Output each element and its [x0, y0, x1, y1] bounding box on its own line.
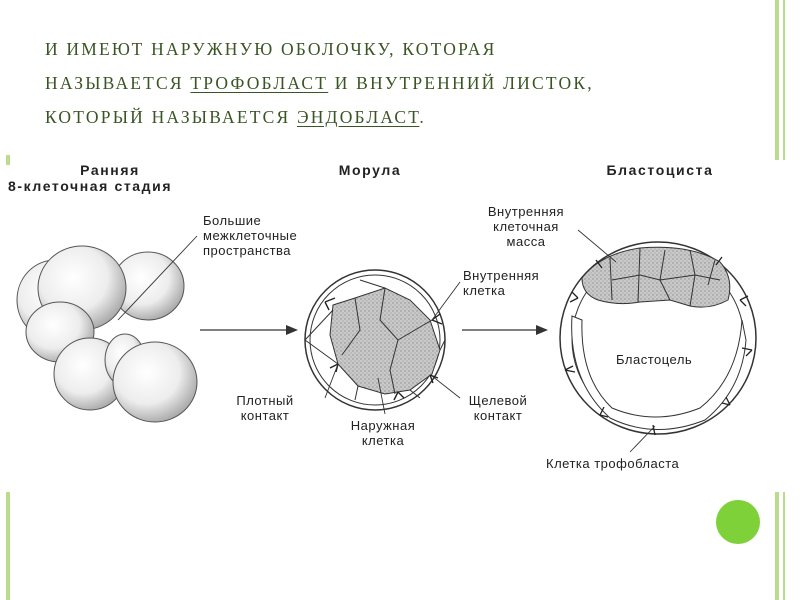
trophoblast-layer	[571, 315, 747, 431]
slide-heading: и имеют наружную оболочку, которая назыв…	[45, 32, 725, 134]
heading-line-3: который называется эндобласт.	[45, 100, 725, 134]
label-trophoblast-cell: Клетка трофобласта	[546, 456, 680, 471]
label-text: клеточная	[493, 219, 559, 234]
heading-line-2: называется трофобласт и внутренний листо…	[45, 66, 725, 100]
label-text: Плотный	[236, 393, 294, 408]
label-text: клетка	[463, 283, 506, 298]
blastomere	[112, 341, 198, 423]
label-gap-junction: Щелевой контакт	[458, 393, 538, 423]
heading-text: и внутренний листок,	[328, 73, 594, 93]
label-text: контакт	[240, 408, 290, 423]
stage-title-blastocyst: Бластоциста	[606, 162, 714, 178]
label-blastocoel: Бластоцель	[616, 352, 693, 367]
slide-frame-line	[783, 492, 785, 600]
stage-title-early-sub: 8-клеточная стадия	[8, 178, 173, 194]
label-text: контакт	[473, 408, 523, 423]
stage-title-early: Ранняя	[80, 162, 140, 178]
heading-text: который называется	[45, 107, 297, 127]
label-text: Наружная	[350, 418, 416, 433]
pointer-line	[431, 281, 461, 321]
label-text: пространства	[203, 243, 292, 258]
term-endoblast: эндобласт	[296, 107, 420, 127]
label-outer-cell: Наружная клетка	[343, 418, 423, 448]
label-text: клетка	[361, 433, 405, 448]
label-inner-cell-mass: Внутренняя клеточная масса	[476, 204, 576, 249]
heading-text: .	[419, 107, 426, 127]
pointer-line	[629, 425, 656, 453]
label-text: межклеточные	[203, 228, 298, 243]
label-text: Большие	[203, 213, 262, 228]
slide-frame-line	[6, 492, 10, 600]
label-text: Щелевой	[468, 393, 528, 408]
slide-frame-line	[775, 0, 779, 160]
slide-frame-line	[6, 155, 10, 165]
arrow-to-blastocyst	[462, 325, 548, 335]
label-text: масса	[506, 234, 546, 249]
diagram-drawing	[16, 229, 757, 453]
term-trophoblast: трофобласт	[190, 73, 329, 93]
heading-text: и имеют наружную оболочку, которая	[45, 39, 497, 59]
pointer-line	[117, 235, 198, 321]
label-inner-cell: Внутренняя клетка	[463, 268, 539, 298]
stage-title-morula: Морула	[338, 162, 402, 178]
pointer-line	[577, 229, 617, 263]
label-intercellular-spaces: Большие межклеточные пространства	[203, 213, 297, 258]
slide-frame-line	[775, 492, 779, 600]
decorative-dot	[716, 500, 760, 544]
slide-frame-line	[783, 0, 785, 160]
arrow-to-morula	[200, 325, 298, 335]
heading-line-1: и имеют наружную оболочку, которая	[45, 32, 725, 66]
eight-cell-embryo	[16, 245, 198, 423]
label-text: Внутренняя	[463, 268, 540, 283]
pointer-line	[431, 375, 461, 399]
pointer-line	[377, 377, 386, 415]
label-text: Внутренняя	[487, 204, 565, 219]
label-tight-junction: Плотный контакт	[228, 393, 302, 423]
morula	[304, 269, 446, 411]
blastocyst	[559, 241, 757, 436]
heading-text: называется	[45, 73, 191, 93]
pointer-line	[324, 363, 339, 399]
embryo-stages-diagram: Ранняя 8-клеточная стадия Морула Бластоц…	[0, 150, 775, 490]
